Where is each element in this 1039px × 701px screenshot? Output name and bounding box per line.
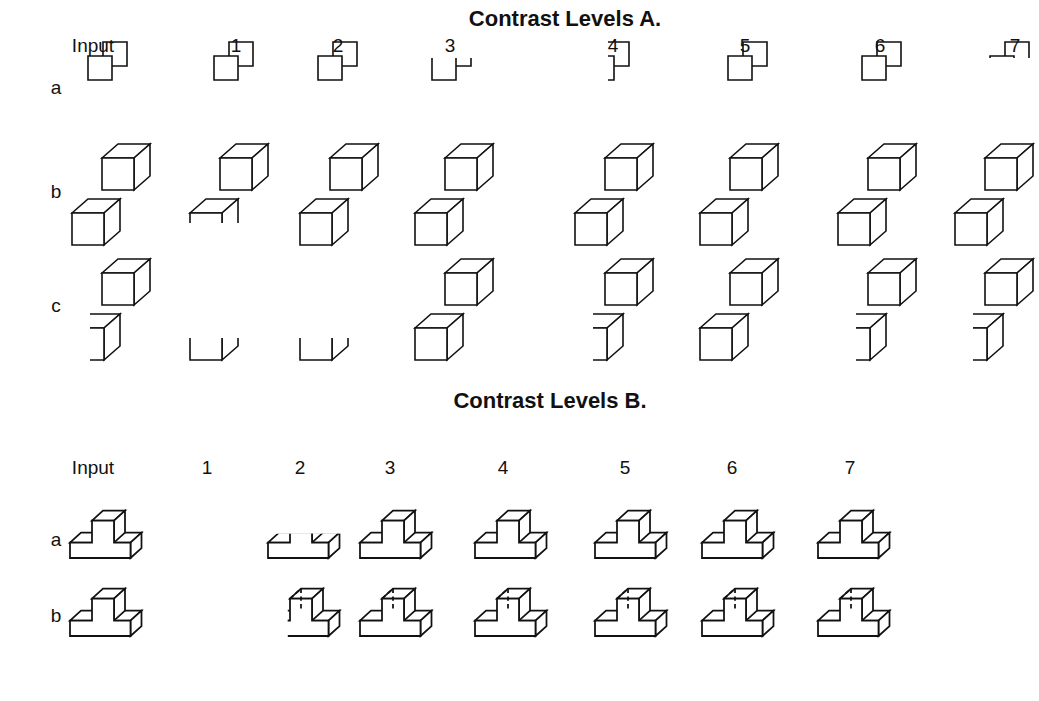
contrast-level-number: 1 xyxy=(202,458,213,477)
contrast-level-number: 2 xyxy=(295,458,306,477)
contrast-level-number: 6 xyxy=(875,36,886,55)
section-heading: Contrast Levels A. xyxy=(469,8,661,30)
contrast-level-number: 7 xyxy=(1010,36,1021,55)
column-heading: Input xyxy=(72,458,114,477)
contrast-level-number: 6 xyxy=(727,458,738,477)
contrast-level-number: 1 xyxy=(231,36,242,55)
column-heading: Input xyxy=(72,36,114,55)
row-letter: b xyxy=(51,182,62,201)
contrast-level-number: 7 xyxy=(845,458,856,477)
contrast-level-number: 3 xyxy=(445,36,456,55)
contrast-level-number: 3 xyxy=(385,458,396,477)
contrast-level-number: 2 xyxy=(333,36,344,55)
section-heading: Contrast Levels B. xyxy=(453,390,646,412)
row-letter: a xyxy=(51,78,62,97)
row-letter: a xyxy=(51,530,62,549)
contrast-level-number: 5 xyxy=(620,458,631,477)
row-letter: b xyxy=(51,606,62,625)
contrast-level-number: 4 xyxy=(498,458,509,477)
row-letter: c xyxy=(51,296,61,315)
contrast-level-number: 4 xyxy=(608,36,619,55)
contrast-level-number: 5 xyxy=(740,36,751,55)
